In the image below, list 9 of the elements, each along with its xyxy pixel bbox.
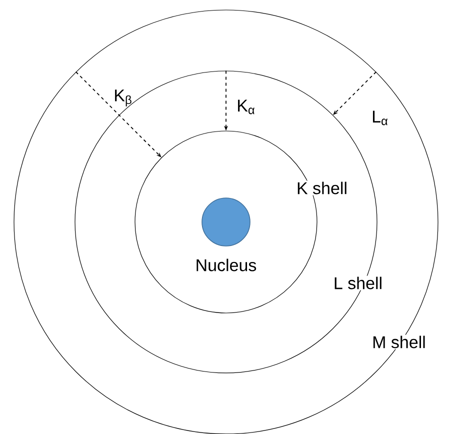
nucleus-label: Nucleus: [194, 258, 258, 272]
arrow: [75, 71, 162, 158]
edge-label: L$_{α}$: [372, 110, 388, 126]
shell-label: L shell: [332, 276, 384, 290]
shell-label: K shell: [295, 180, 348, 196]
arrow: [333, 71, 377, 115]
edge-label: K$_{β}$: [115, 90, 132, 106]
edge-label: K$_{α}$: [238, 100, 255, 114]
shell-label: M shell: [371, 334, 427, 350]
